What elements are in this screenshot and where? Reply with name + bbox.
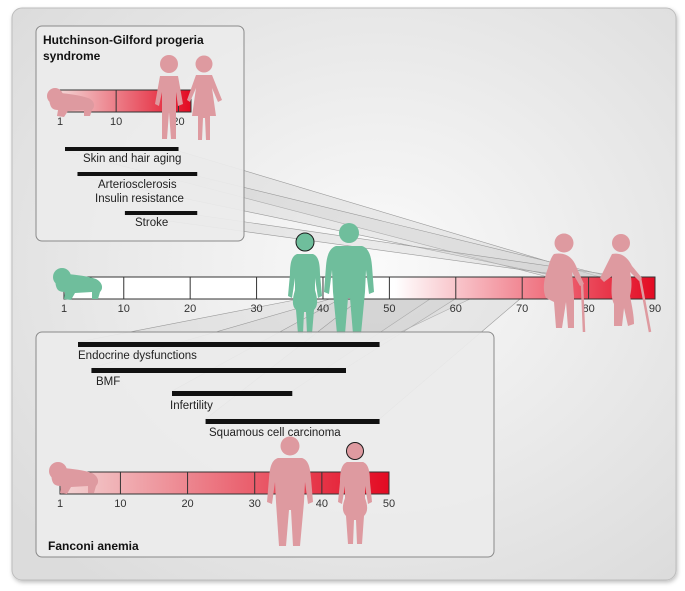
normal-elderly-woman-icon bbox=[600, 234, 652, 333]
fanconi-onset-bar bbox=[91, 368, 346, 373]
hgps-onset-bars: Skin and hair agingArteriosclerosisInsul… bbox=[65, 147, 198, 229]
normal-tick-label: 70 bbox=[516, 303, 528, 315]
fanconi-woman-icon bbox=[338, 442, 372, 544]
normal-baby-icon bbox=[53, 268, 103, 300]
normal-tick-label: 20 bbox=[184, 303, 196, 315]
normal-tick-label: 90 bbox=[649, 303, 661, 315]
normal-tick-label: 30 bbox=[250, 303, 262, 315]
fanconi-tick-label: 50 bbox=[383, 498, 395, 510]
hgps-tick-label: 1 bbox=[57, 116, 63, 128]
fanconi-bar-label: BMF bbox=[96, 376, 120, 388]
normal-man-icon bbox=[324, 223, 374, 334]
fanconi-onset-bar bbox=[172, 391, 293, 396]
fanconi-bar-label: Endocrine dysfunctions bbox=[78, 350, 197, 362]
fanconi-man-icon bbox=[267, 436, 313, 546]
fanconi-baby-icon bbox=[49, 462, 99, 494]
normal-tick-label: 60 bbox=[450, 303, 462, 315]
normal-tick-label: 40 bbox=[317, 303, 329, 315]
hgps-onset-bar bbox=[124, 211, 198, 215]
fanconi-tick-label: 1 bbox=[57, 498, 63, 510]
fanconi-panel-box bbox=[35, 331, 495, 558]
hgps-title-line2: syndrome bbox=[43, 49, 101, 63]
normal-tick-label: 1 bbox=[61, 303, 67, 315]
fanconi-onset-bar bbox=[78, 342, 380, 347]
hgps-girl-icon bbox=[187, 55, 222, 140]
fanconi-bar-label: Infertility bbox=[170, 400, 213, 412]
fanconi-tick-label: 40 bbox=[316, 498, 328, 510]
hgps-child-icon bbox=[155, 55, 183, 139]
hgps-bar-label: Stroke bbox=[135, 217, 168, 229]
normal-tick-label: 80 bbox=[582, 303, 594, 315]
fanconi-ticks: 1 10 20 30 40 50 bbox=[57, 472, 395, 510]
normal-aging-timeline: 1 10 20 30 40 50 60 70 80 90 bbox=[53, 223, 661, 334]
fanconi-tick-label: 30 bbox=[249, 498, 261, 510]
hgps-baby-icon bbox=[47, 88, 95, 117]
hgps-bar-label: Insulin resistance bbox=[95, 193, 184, 205]
hgps-bar-label: Skin and hair aging bbox=[83, 153, 181, 165]
normal-woman-icon bbox=[288, 232, 322, 334]
hgps-title-line1: Hutchinson-Gilford progeria bbox=[43, 33, 204, 47]
normal-elderly-man-icon bbox=[543, 233, 586, 333]
hgps-panel-box bbox=[35, 25, 245, 242]
fanconi-tick-label: 10 bbox=[114, 498, 126, 510]
hgps-tick-label: 10 bbox=[110, 116, 122, 128]
hgps-bar-label: Arteriosclerosis bbox=[98, 179, 177, 191]
hgps-onset-bar bbox=[77, 172, 198, 176]
normal-tick-label: 50 bbox=[383, 303, 395, 315]
fanconi-onset-bar bbox=[205, 419, 380, 424]
normal-ticks: 1 10 20 30 40 50 60 70 80 90 bbox=[61, 277, 661, 315]
fanconi-title: Fanconi anemia bbox=[48, 539, 139, 553]
hgps-panel: Hutchinson-Gilford progeria syndrome 1 10… bbox=[35, 25, 245, 242]
normal-tick-label: 10 bbox=[118, 303, 130, 315]
hgps-onset-bar bbox=[65, 147, 179, 151]
fanconi-tick-label: 20 bbox=[181, 498, 193, 510]
fanconi-bar-label: Squamous cell carcinoma bbox=[209, 427, 341, 439]
